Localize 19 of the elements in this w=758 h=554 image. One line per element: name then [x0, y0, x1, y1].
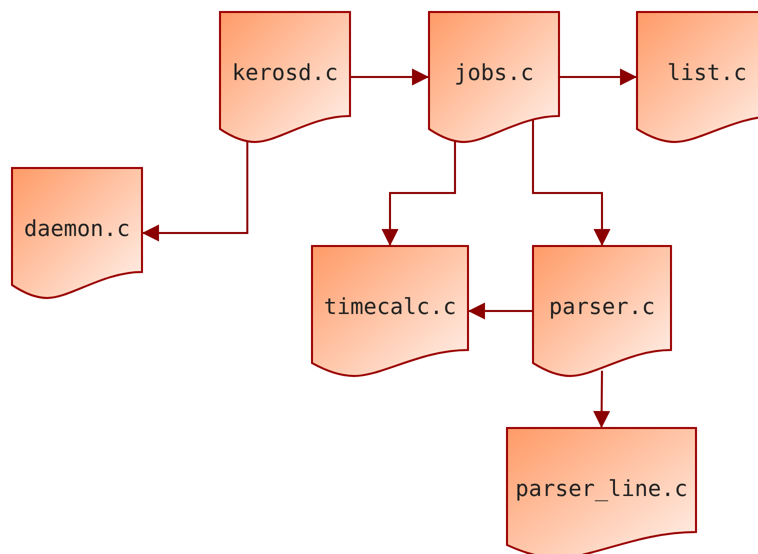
- file-name: parser.c: [549, 295, 655, 320]
- arrow: [593, 370, 610, 428]
- file-name: list.c: [667, 61, 747, 86]
- arrow: [468, 302, 533, 320]
- file-name: kerosd.c: [232, 61, 338, 86]
- document-shape: [507, 428, 696, 554]
- arrow: [559, 68, 637, 86]
- document-shape: [429, 12, 559, 142]
- file-name: timecalc.c: [324, 295, 456, 320]
- arrow: [382, 139, 456, 246]
- document-shape: [312, 246, 468, 376]
- arrow: [350, 68, 429, 86]
- document-shape: [637, 12, 758, 142]
- file-name: daemon.c: [24, 217, 130, 242]
- file-name: parser_line.c: [515, 477, 688, 502]
- file-name: jobs.c: [454, 61, 534, 86]
- document-shape: [12, 168, 142, 298]
- document-shape: [533, 246, 671, 376]
- document-shape: [220, 12, 350, 142]
